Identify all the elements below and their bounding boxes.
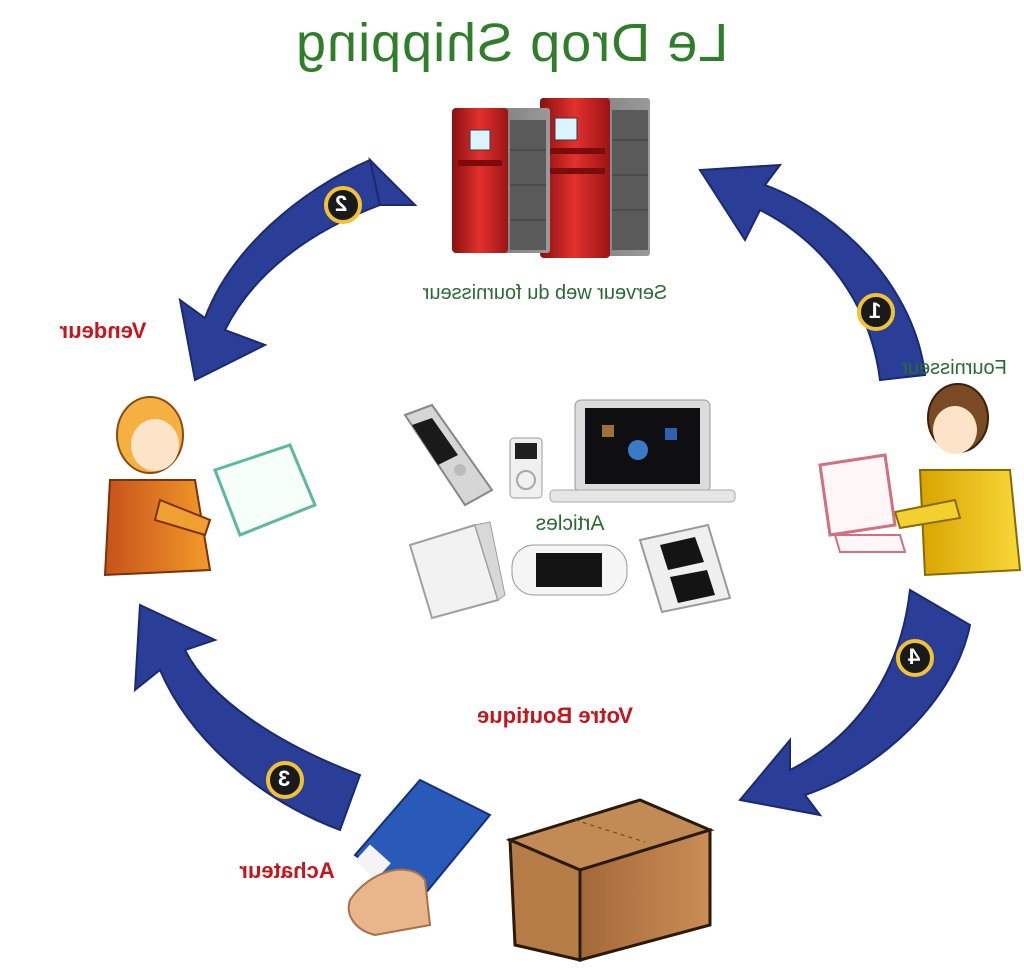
server-label: Serveur web du fournisseur (422, 282, 668, 304)
seller-icon (103, 396, 317, 577)
step-number-2: 2 (335, 191, 348, 216)
game-console-icon (408, 521, 506, 620)
step-number-4: 4 (908, 644, 921, 669)
dual-screen-console-icon (638, 523, 732, 614)
server-icon (452, 98, 650, 258)
step-badge-1 (857, 293, 895, 331)
step-badge-4 (896, 639, 934, 677)
articles-label: Articles (535, 512, 605, 535)
supplier-icon (818, 383, 1022, 577)
credit-card-icon (347, 778, 492, 937)
supplier-label: Fournisseur (901, 357, 1007, 379)
phone-icon (403, 403, 494, 507)
arrow-step-2 (178, 156, 418, 382)
handheld-console-icon (511, 544, 628, 596)
music-player-icon (509, 437, 543, 499)
arrow-step-4 (738, 588, 972, 817)
buyer-label: Achateur (239, 858, 335, 883)
seller-label: Vendeur (59, 318, 147, 343)
arrow-step-1 (698, 163, 927, 382)
shop-label: Votre Boutique (476, 703, 634, 728)
step-badge-2 (324, 186, 362, 224)
step-badge-3 (266, 761, 304, 799)
laptop-icon (549, 399, 736, 503)
step-number-1: 1 (869, 298, 882, 323)
arrow-step-3 (133, 603, 362, 832)
package-box-icon (505, 798, 715, 962)
step-number-3: 3 (278, 766, 291, 791)
